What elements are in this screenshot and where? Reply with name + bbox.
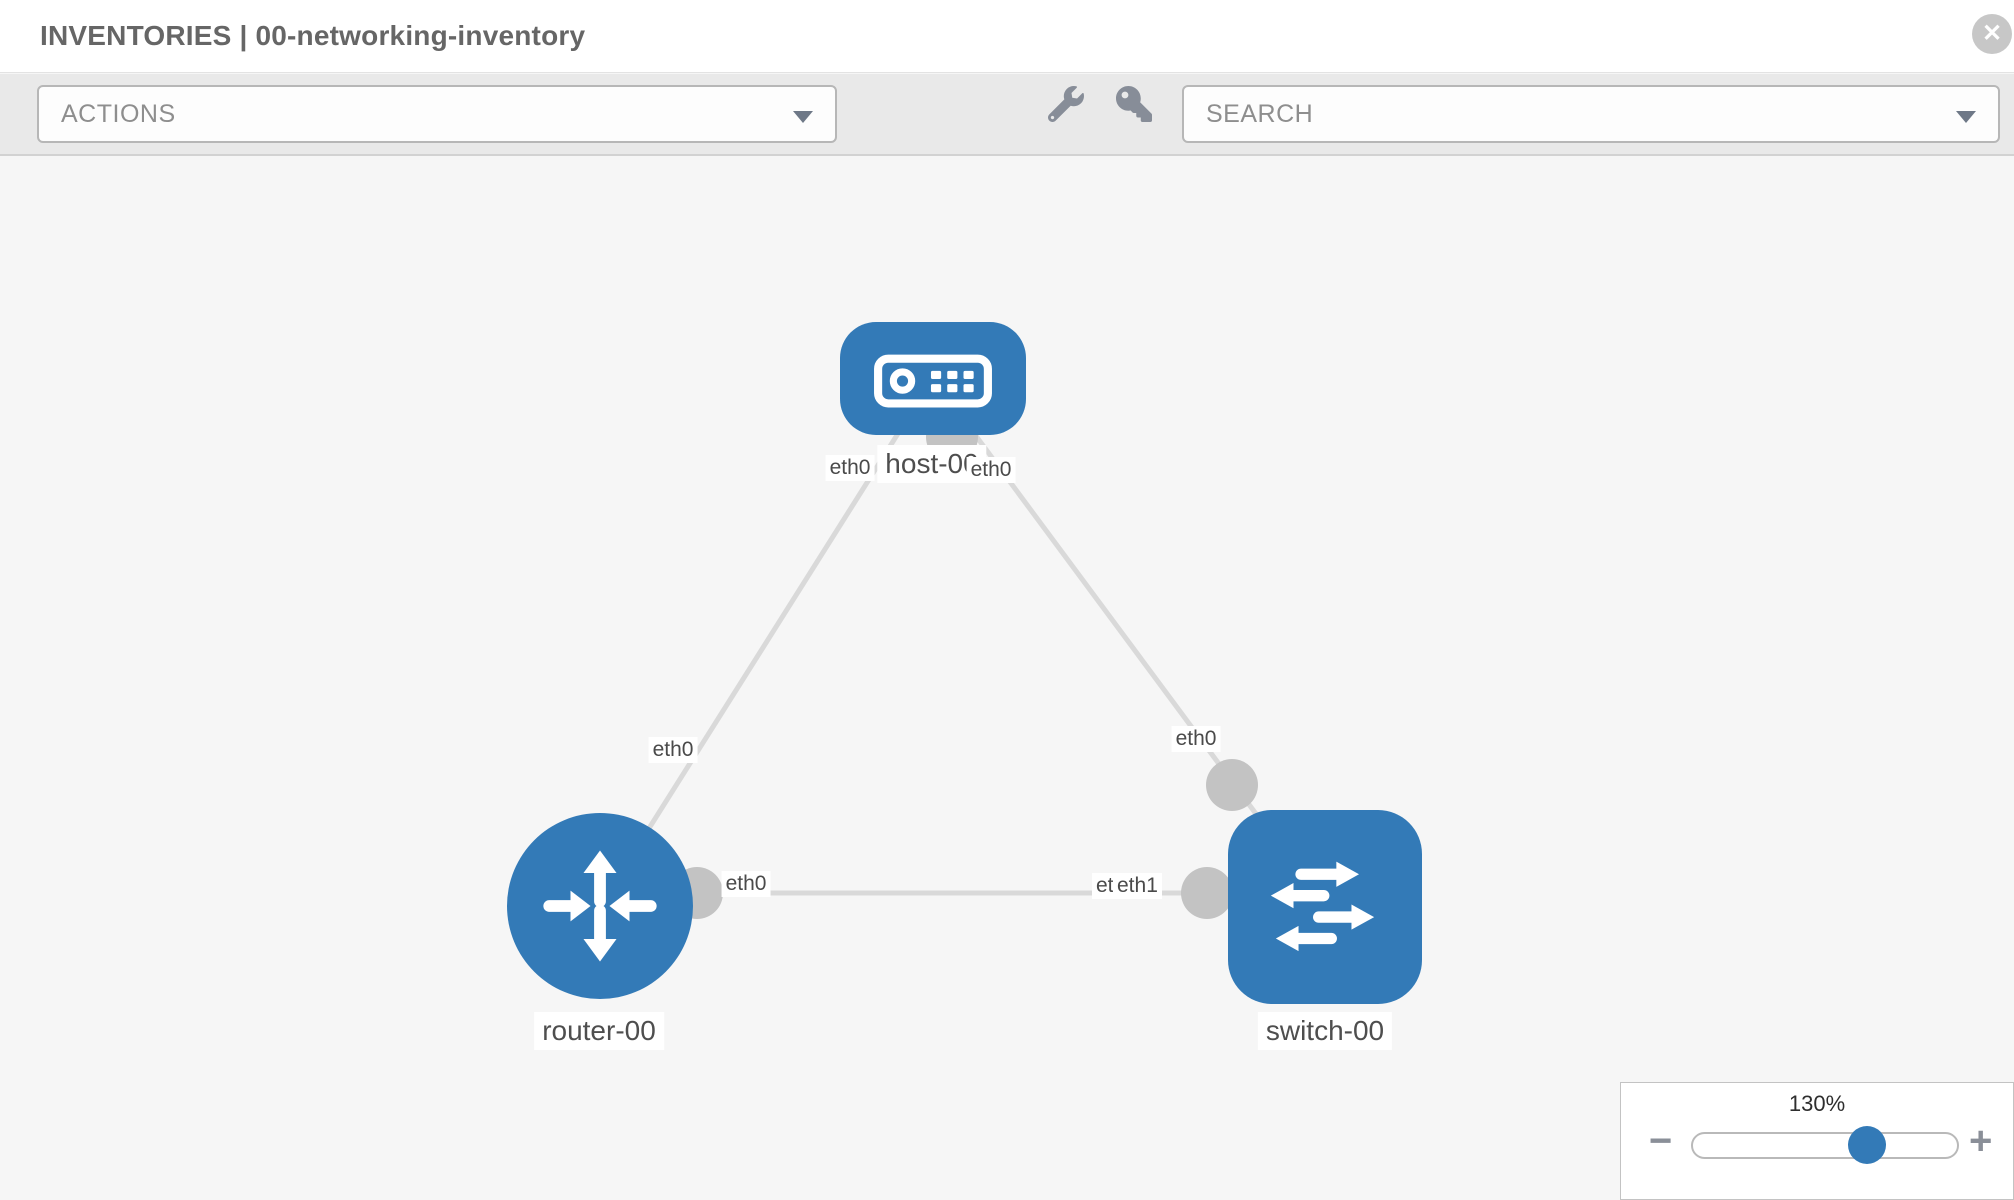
actions-dropdown-label: ACTIONS [61,99,176,128]
close-button[interactable]: ✕ [1972,14,2012,54]
switch-icon [1270,861,1375,952]
zoom-in-button[interactable]: + [1969,1119,1993,1163]
breadcrumb-header: INVENTORIES | 00-networking-inventory ✕ [0,0,2014,73]
node-host-00[interactable] [840,322,1026,435]
zoom-control-panel: 130% − + [1620,1082,2014,1200]
iface-label-host-eth0-right: eth0 [966,457,1016,483]
close-icon: ✕ [1981,20,2003,47]
search-dropdown[interactable]: SEARCH [1182,85,2000,143]
router-icon [543,850,657,962]
chevron-down-icon [1956,111,1976,123]
chevron-down-icon [793,111,813,123]
port-circle-switch-eth0 [1206,759,1258,811]
adhoc-commands-button[interactable] [1047,86,1084,123]
node-switch-00[interactable] [1228,810,1422,1004]
actions-dropdown[interactable]: ACTIONS [37,85,837,143]
port-circle-switch-eth1 [1181,867,1233,919]
key-icon [1116,86,1152,122]
search-input: SEARCH [1206,99,1314,128]
wrench-icon [1047,86,1084,123]
iface-label-router-eth0-horizontal: eth0 [721,871,771,897]
node-label-router-00: router-00 [534,1012,664,1050]
credentials-button[interactable] [1116,86,1152,122]
zoom-percentage: 130% [1788,1091,1846,1116]
toolbar: ACTIONS SEARCH [0,74,2014,156]
zoom-out-button[interactable]: − [1649,1119,1673,1163]
iface-label-switch-eth1: eth1 [1113,873,1162,899]
node-label-switch-00: switch-00 [1257,1012,1393,1050]
topology-links-layer [597,376,1328,919]
zoom-slider[interactable] [1691,1126,1959,1164]
page-title: INVENTORIES | 00-networking-inventory [40,20,586,51]
host-icon [874,354,992,407]
node-router-00[interactable] [507,813,693,999]
iface-label-host-eth0-left: eth0 [825,455,875,481]
iface-label-router-eth0: eth0 [648,737,698,763]
zoom-slider-thumb[interactable] [1848,1126,1886,1164]
topology-canvas[interactable]: host-00 router-00 switch-00 eth0 eth0 et… [0,157,2014,1200]
iface-label-switch-eth0: eth0 [1171,726,1221,752]
